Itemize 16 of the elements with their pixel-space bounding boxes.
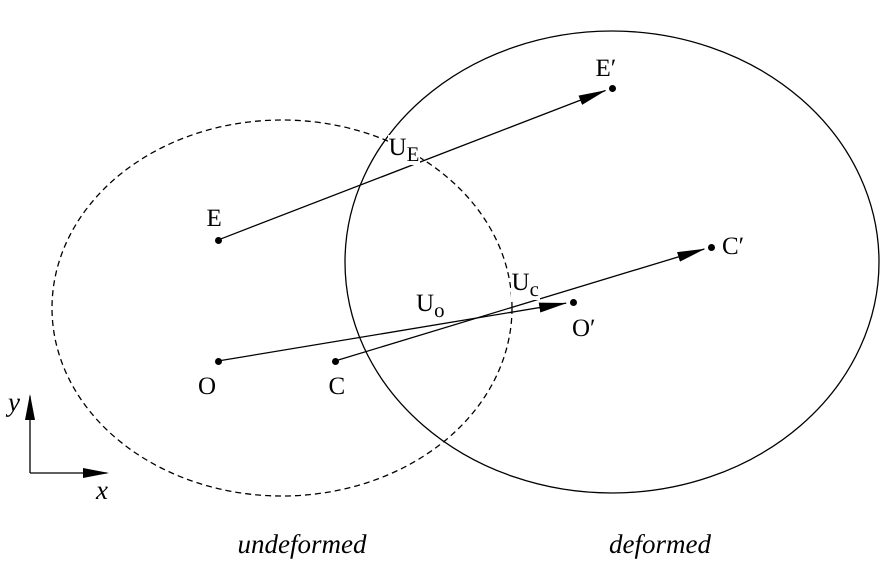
boundary-ellipse: [343, 29, 881, 495]
point-label: O: [198, 374, 216, 398]
node-label: undeformed: [238, 531, 366, 558]
point-label: O′: [572, 316, 596, 340]
point-label: C: [328, 374, 346, 398]
boundary-ellipse: [50, 118, 514, 498]
edge-label: U$_{E}$: [388, 135, 420, 165]
point-label: E: [206, 206, 222, 230]
displacement-arrow: [220, 302, 568, 362]
axis-label: x: [96, 476, 108, 504]
displacement-arrow: [220, 90, 606, 240]
node-label: deformed: [609, 531, 711, 558]
point-label: C′: [722, 234, 744, 258]
point-label: E′: [596, 56, 616, 80]
displacement-arrow: [338, 248, 706, 361]
axis-label: y: [8, 388, 20, 416]
